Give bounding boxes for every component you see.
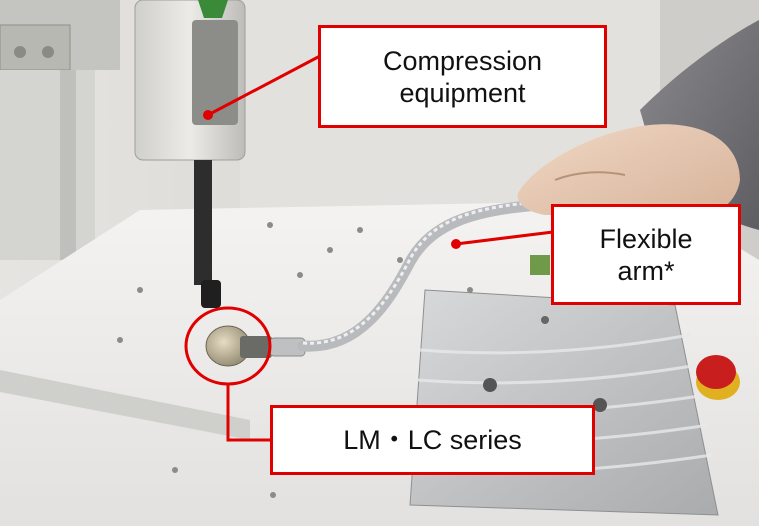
force-gauge-tip (201, 280, 221, 308)
stand-column (0, 70, 95, 260)
plate-hole (593, 398, 607, 412)
stand-bracket (0, 24, 71, 71)
callout-text-line: equipment (399, 77, 526, 108)
leader-dot-flexible-arm (451, 239, 461, 249)
table-holes (117, 222, 473, 503)
stand-column-slot (60, 70, 76, 260)
leader-line-series (226, 384, 272, 442)
leader-line-compression (207, 54, 321, 117)
finger-line (554, 171, 626, 181)
callout-text-line: Flexible (599, 223, 693, 254)
emergency-stop-button (696, 355, 736, 389)
plate-hole (541, 316, 549, 324)
leader-line-flexible-arm (455, 230, 554, 246)
table-edge (0, 370, 250, 440)
aluminum-plate (409, 289, 719, 516)
lm-lc-series-callout: LM・LC series (270, 405, 595, 475)
force-gauge-rod (194, 160, 212, 285)
bracket-screw (14, 46, 26, 58)
callout-text-line: LM・LC series (343, 425, 522, 455)
plate-hole (483, 378, 497, 392)
compression-equipment-callout: Compression equipment (318, 25, 607, 128)
load-cell-connector (240, 336, 272, 358)
callout-text-line: Compression (382, 45, 543, 76)
force-gauge-display (192, 20, 238, 125)
status-leds (530, 255, 550, 275)
callout-text-line: arm* (617, 255, 675, 286)
bracket-screw (42, 46, 54, 58)
flexible-arm-callout: Flexible arm* (551, 204, 741, 305)
leader-dot-compression (203, 110, 213, 120)
hand (517, 124, 740, 225)
force-gauge-logo (198, 0, 228, 18)
